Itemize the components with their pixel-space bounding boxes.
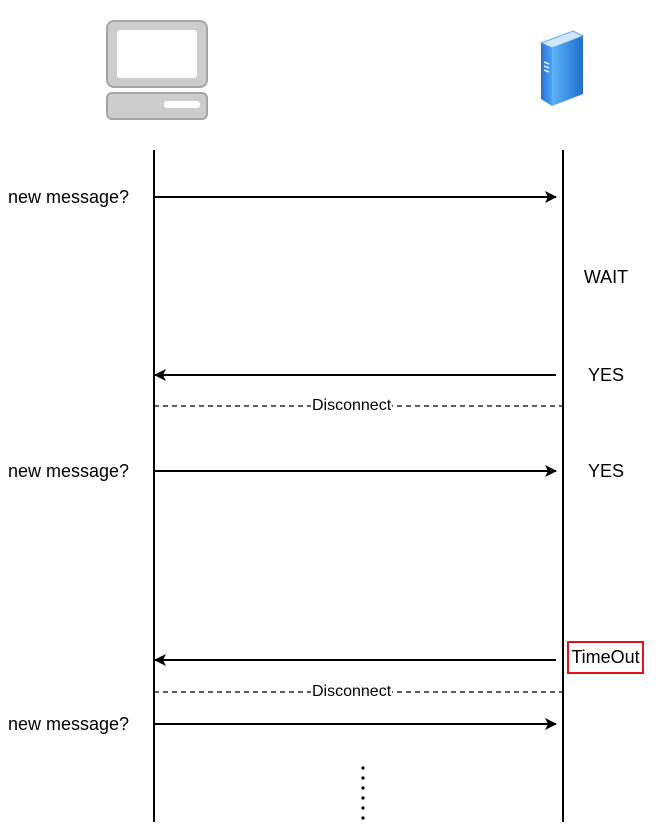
request-label-1: new message? [8, 187, 130, 207]
disconnect-label-2: Disconnect [311, 682, 393, 702]
disconnect-label-1: Disconnect [311, 396, 393, 416]
server-tower-icon [539, 30, 585, 106]
request-label-3: new message? [8, 714, 130, 734]
server-status-yes: YES [587, 461, 625, 481]
request-label-2: new message? [8, 461, 130, 481]
server-status-wait: WAIT [583, 267, 629, 287]
desktop-computer-icon [106, 20, 208, 120]
continuation-ellipsis [361, 766, 365, 820]
response-label-yes: YES [587, 365, 625, 385]
timeout-highlight-label: TimeOut [567, 641, 644, 674]
